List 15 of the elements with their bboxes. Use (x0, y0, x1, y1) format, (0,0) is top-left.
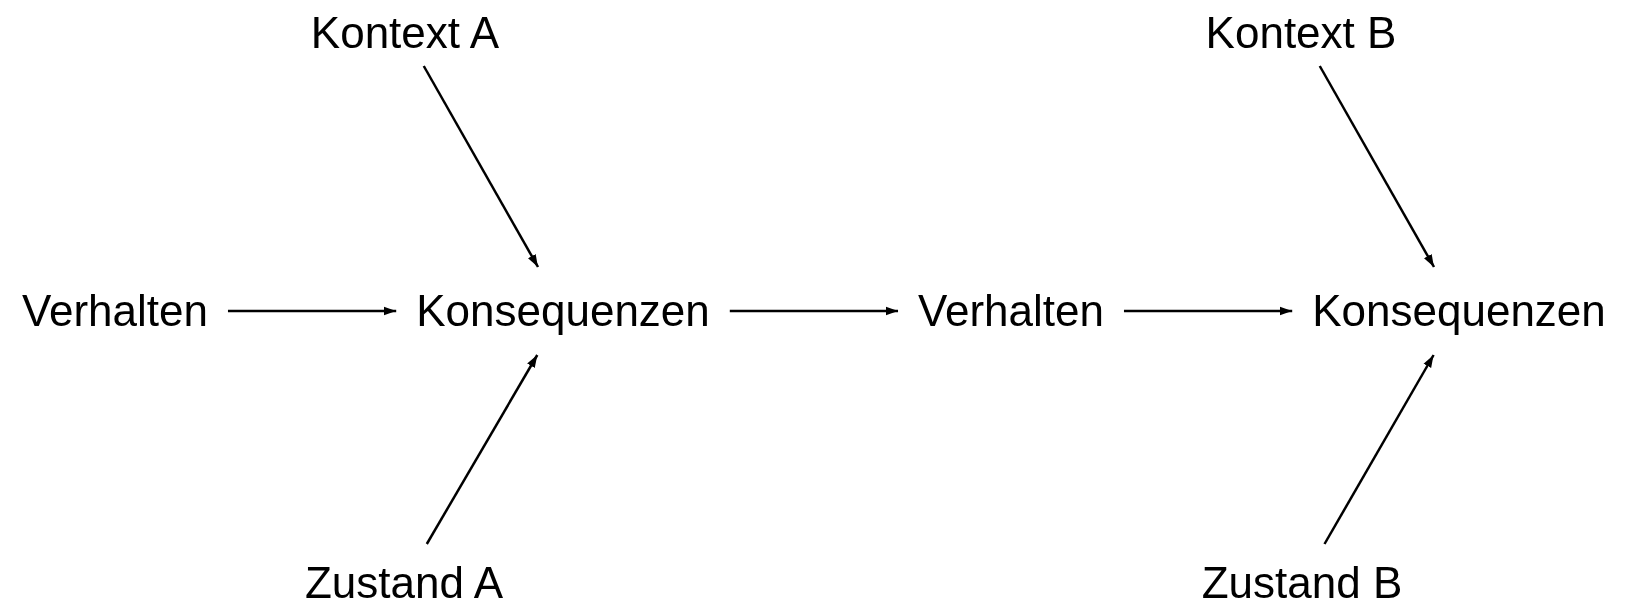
arrow (1318, 65, 1436, 268)
concept-label: Zustand A (284, 544, 524, 610)
arrow (1123, 306, 1293, 316)
concept-label: Zustand B (1181, 544, 1423, 610)
arrow (425, 354, 539, 545)
concept-label: Konsequenzen (396, 267, 730, 355)
concept-label: Verhalten (898, 267, 1124, 355)
concept-label: Kontext A (290, 0, 520, 66)
arrow (227, 306, 397, 316)
concept-label: Konsequenzen (1292, 267, 1626, 355)
arrow (422, 65, 540, 268)
concept-label: Kontext B (1185, 0, 1417, 66)
arrow (729, 306, 899, 316)
arrow (1323, 354, 1435, 545)
concept-label: Verhalten (2, 267, 228, 355)
